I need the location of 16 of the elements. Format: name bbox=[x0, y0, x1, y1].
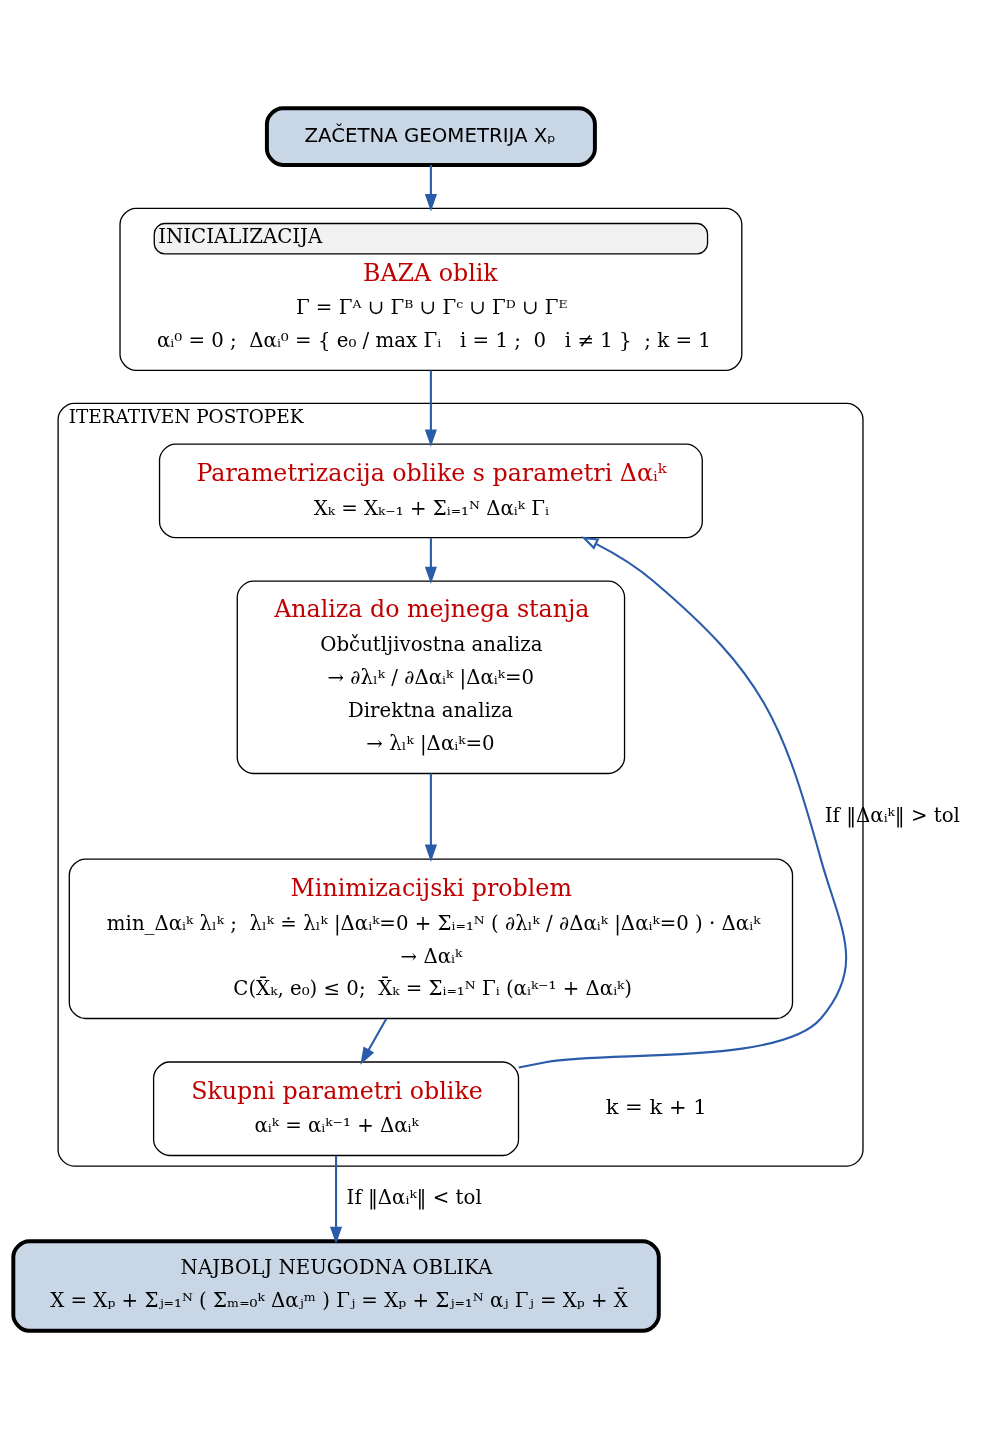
node-box: Parametrizacija oblike s parametri Δαᵢᵏ Xₖ = Xₖ₋₁ + Σᵢ₌₁ᴺ Δαᵢᵏ Γᵢ bbox=[158, 443, 703, 539]
node-box: INICIALIZACIJA BAZA oblik Γ = Γᴬ ∪ Γᴮ ∪ Γᶜ ∪ Γᴰ ∪ Γᴱ αᵢ⁰ = 0 ; Δαᵢ⁰ = { e₀ / max Γᵢ i = 1 ; 0 i ≠ 1 } ; k = 1 bbox=[119, 207, 743, 372]
arrow bbox=[329, 1155, 343, 1245]
arrow bbox=[518, 536, 848, 1069]
node-box: Minimizacijski problem min_Δαᵢᵏ λₗᵏ ; λₗᵏ ≐ λₗᵏ |Δαᵢᵏ=0 + Σᵢ₌₁ᴺ ( ∂λₗᵏ / ∂Δαᵢᵏ |Δαᵢᵏ=0 ) · Δαᵢᵏ → Δαᵢᵏ C(X̄ₖ, e₀) ≤ 0; X̄ₖ = Σᵢ₌₁ᴺ Γᵢ (αᵢᵏ⁻¹ + Δαᵢᵏ) bbox=[68, 858, 794, 1020]
edge-label: If ‖Δαᵢᵏ‖ < tol bbox=[346, 1185, 482, 1209]
arrow bbox=[424, 538, 437, 585]
arrow bbox=[424, 773, 437, 862]
label: k = k + 1 bbox=[605, 1093, 707, 1119]
node-box: ZAČETNA GEOMETRIJA Xₚ bbox=[264, 106, 597, 167]
arrow bbox=[424, 370, 437, 447]
arrow bbox=[360, 1018, 388, 1065]
node-box: Analiza do mejnega stanja Občutljivostna analiza → ∂λₗᵏ / ∂Δαᵢᵏ |Δαᵢᵏ=0 Direktna analiza → λₗᵏ |Δαᵢᵏ=0 bbox=[236, 580, 626, 775]
arrow bbox=[424, 165, 437, 212]
node-box: Skupni parametri oblike αᵢᵏ = αᵢᵏ⁻¹ + Δαᵢᵏ bbox=[152, 1061, 520, 1157]
node-box: NAJBOLJ NEUGODNA OBLIKA X = Xₚ + Σⱼ₌₁ᴺ ( Σₘ₌₀ᵏ Δαⱼᵐ ) Γⱼ = Xₚ + Σⱼ₌₁ᴺ αⱼ Γⱼ = Xₚ + X̄ bbox=[11, 1239, 661, 1333]
